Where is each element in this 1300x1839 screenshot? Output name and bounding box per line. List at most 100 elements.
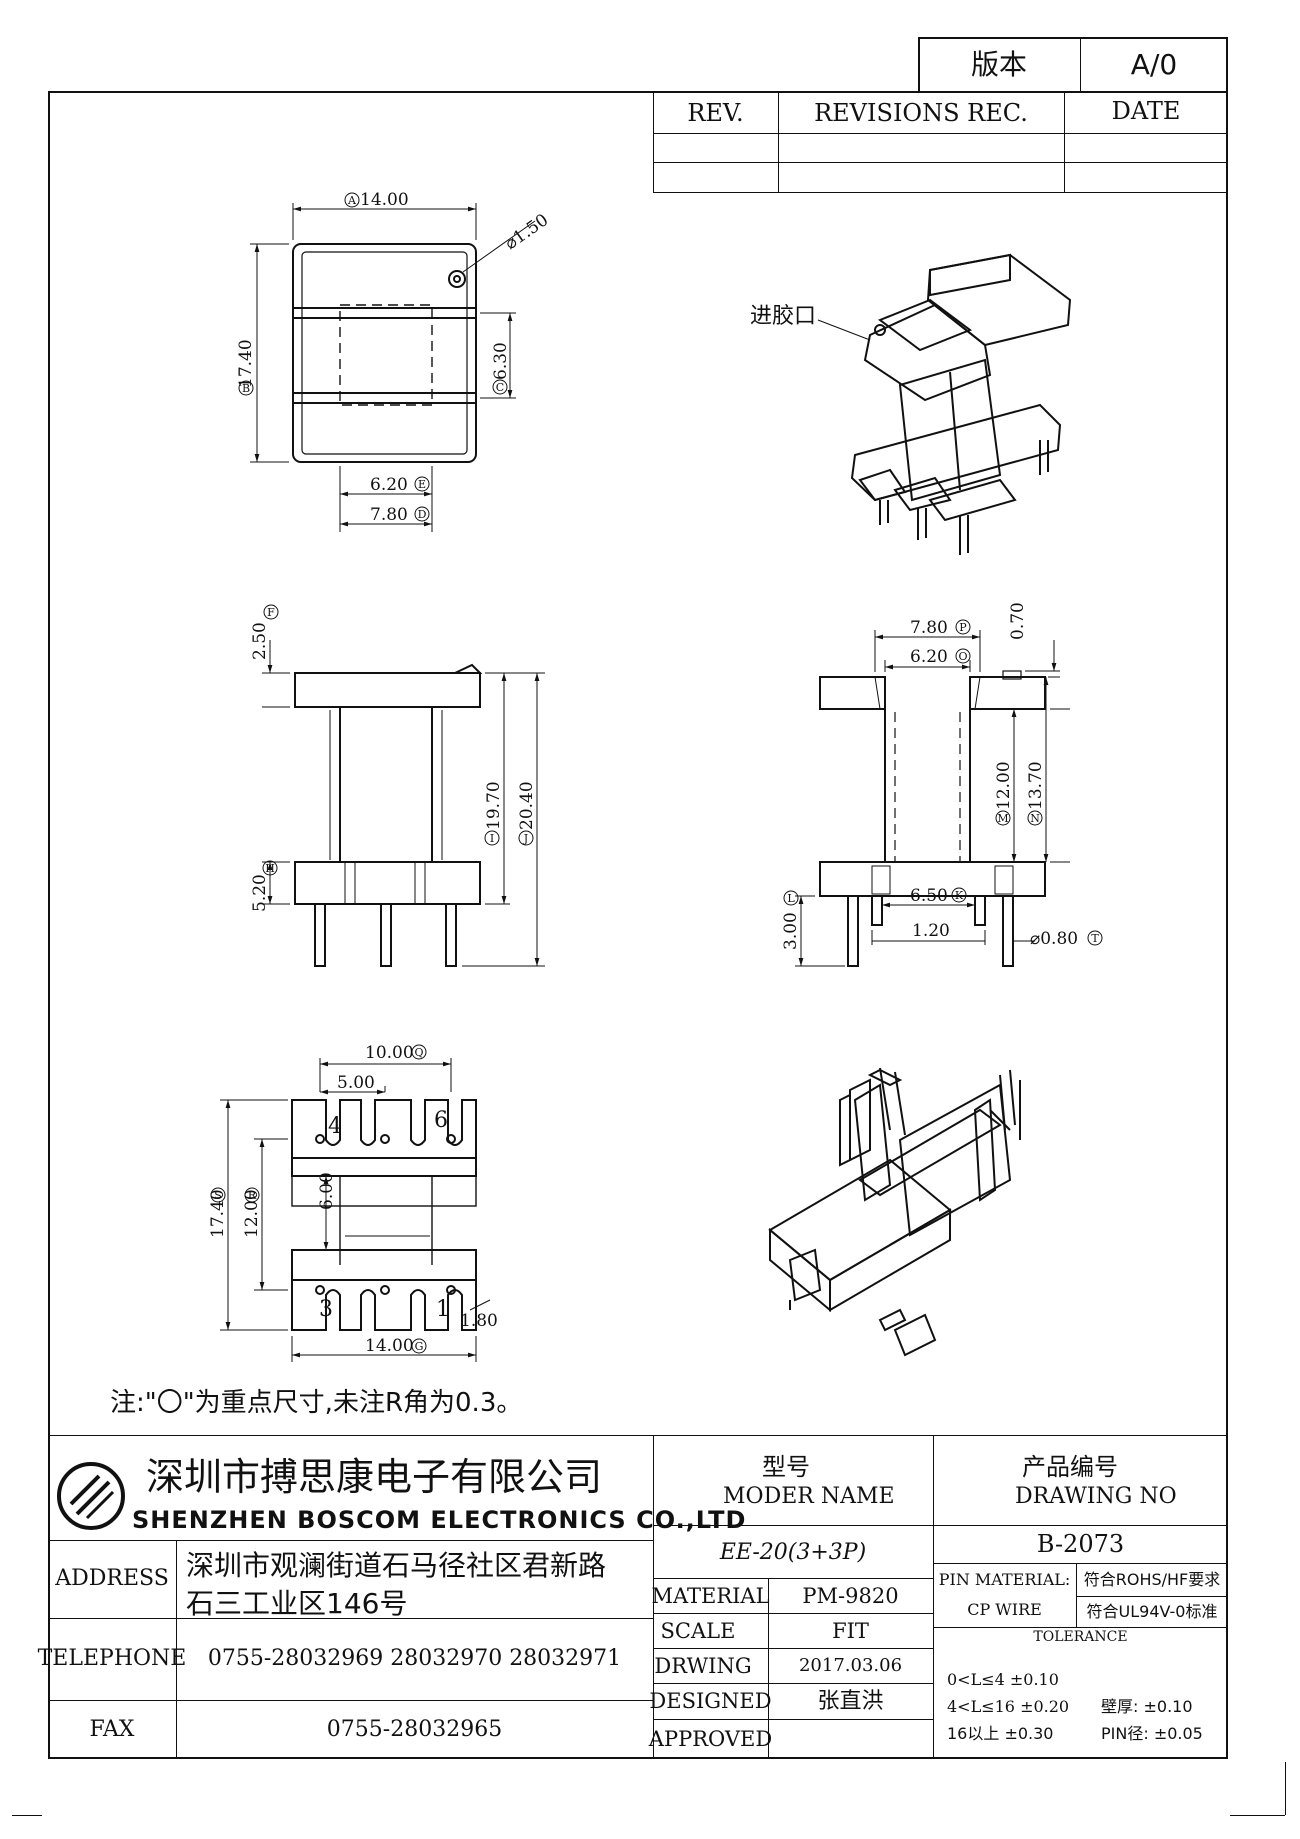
svg-text:R: R [248,1189,257,1202]
tolerance-label: TOLERANCE [1033,1628,1128,1645]
address-label: ADDRESS [55,1566,169,1592]
marker-N: N [1027,810,1043,826]
designed-label: DESIGNED [649,1689,772,1714]
dim-bot-12-00: 12.00 [242,1189,262,1238]
fax-value: 0755-28032965 [326,1716,503,1742]
drawing-label-en: DRAWING NO [1015,1484,1177,1509]
svg-text:K: K [955,889,964,902]
dim-front-13-70: 13.70 [1026,761,1046,810]
top-view [250,203,536,532]
marker-G: G [411,1338,427,1354]
pin-number-1: 1 [436,1297,450,1322]
pin-material-label: PIN MATERIAL: [938,1569,1071,1589]
drawing-frame [48,91,1228,1759]
drawing-label-cn: 产品编号 [1022,1453,1118,1481]
crop-mark-vertical [1285,1762,1286,1815]
designed-value: 张直洪 [817,1688,884,1714]
telephone-value: 0755-28032969 28032970 28032971 [207,1646,622,1672]
dim-bot-17-40: 17.40 [208,1189,228,1238]
gate-label: 进胶口 [750,304,816,329]
fax-label: FAX [89,1716,135,1742]
scale-label: SCALE [660,1618,736,1643]
marker-A: A [344,192,360,208]
svg-text:S: S [214,1189,222,1202]
dim-top-width: 14.00 [360,190,409,210]
company-name-en: SHENZHEN BOSCOM ELECTRONICS CO.,LTD [132,1506,747,1534]
svg-text:A: A [347,194,357,207]
note-text: 注:"〇"为重点尺寸,未注R角为0.3。 [110,1388,523,1418]
marker-O: O [955,648,971,664]
drwing-label: DRWING [654,1653,752,1678]
dim-front-6-20: 6.20 [910,647,948,667]
dim-bot-1-80: 1.80 [460,1311,498,1331]
dim-front-12-00: 12.00 [994,761,1014,810]
pin-rohs: 符合ROHS/HF要求 [1083,1569,1221,1589]
pin-diameter-tolerance: PIN径: ±0.05 [1101,1724,1203,1743]
company-logo [57,1462,125,1530]
pin-number-6: 6 [434,1108,448,1133]
svg-text:O: O [958,650,967,663]
front-view [795,630,1070,967]
svg-text:Q: Q [414,1046,423,1059]
approved-value [768,1720,933,1759]
scale-value: FIT [832,1618,869,1643]
model-label-en: MODER NAME [723,1484,895,1509]
dim-side-20-40: 20.40 [517,781,537,830]
svg-text:G: G [415,1340,424,1353]
version-value: A/0 [1130,47,1178,81]
drawing-value: B-2073 [1036,1530,1125,1559]
iso-view-bottom [768,1067,1021,1357]
address-line2: 石三工业区146号 [186,1587,408,1620]
dim-bot-5-00: 5.00 [337,1073,375,1093]
dim-side-19-70: 19.70 [484,781,504,830]
dim-side-2-50: 2.50 [250,622,270,660]
svg-text:C: C [496,381,504,394]
version-label: 版本 [970,47,1027,81]
marker-D: D [414,506,430,522]
marker-J: J [518,830,534,846]
marker-P: P [955,619,971,635]
wall-thickness: 壁厚: ±0.10 [1101,1697,1193,1716]
model-label-cn: 型号 [762,1453,810,1481]
marker-K: K [951,887,967,903]
iso-view-top [817,253,1072,555]
svg-text:F: F [267,606,275,619]
marker-C: C [492,379,508,395]
svg-text:P: P [959,621,967,634]
dim-front-6-50: 6.50 [910,886,948,906]
crop-mark-right [1230,1815,1285,1816]
marker-I: I [484,830,500,846]
marker-T: T [1087,930,1103,946]
dim-bot-6-00: 6.00 [317,1172,337,1210]
marker-E: E [414,476,430,492]
material-label: MATERIAL [651,1584,770,1609]
revisions-table [653,91,1228,193]
svg-text:B: B [242,382,250,395]
dim-bot-10-00: 10.00 [365,1043,414,1063]
svg-text:H: H [265,862,275,875]
material-value: PM-9820 [802,1584,899,1609]
date-header: DATE [1111,97,1181,126]
model-value: EE-20(3+3P) [719,1539,867,1565]
svg-text:L: L [787,892,795,905]
marker-B: B [238,380,254,396]
bottom-view [220,1058,491,1362]
approved-label: APPROVED [648,1727,773,1752]
dim-bot-14-00: 14.00 [365,1336,414,1356]
marker-Q: Q [411,1044,427,1060]
tolerance-row-1: 0<L≤4 ±0.10 [947,1670,1059,1689]
pin-number-4: 4 [328,1114,342,1139]
marker-F: F [263,604,279,620]
telephone-label: TELEPHONE [37,1646,187,1672]
marker-R: R [244,1187,260,1203]
svg-text:N: N [1030,812,1040,825]
dim-front-3-00: 3.00 [781,912,801,950]
dim-front-7-80: 7.80 [910,618,948,638]
crop-mark-left [12,1815,42,1816]
marker-M: M [995,810,1011,826]
pin-number-3: 3 [319,1297,333,1322]
dim-front-0-70: 0.70 [1008,602,1028,640]
svg-text:I: I [490,832,494,845]
dim-7-80: 7.80 [370,505,408,525]
